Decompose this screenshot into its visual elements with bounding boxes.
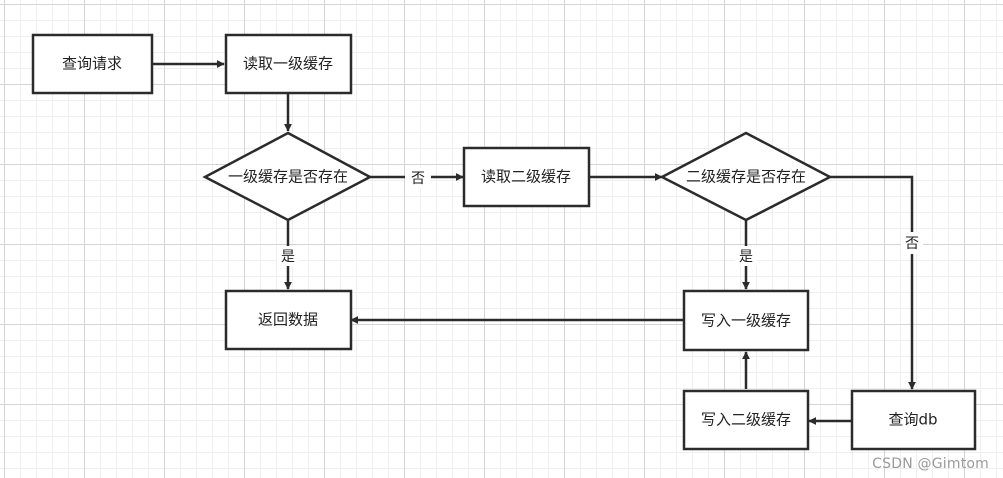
node-label-read-l2: 读取二级缓存 [481,168,571,186]
edge-label-l1-yes: 是 [281,249,295,265]
node-label-write-l1: 写入一级缓存 [701,312,791,330]
edge-label-l2-no: 否 [905,236,919,252]
node-query-db [850,389,977,451]
node-write-l1 [682,289,810,352]
node-label-read-l1: 读取一级缓存 [243,55,333,73]
node-write-l2 [682,389,810,451]
node-label-check-l2: 二级缓存是否存在 [686,168,806,186]
node-label-write-l2: 写入二级缓存 [701,411,791,429]
node-read-l2 [462,146,591,208]
edge-label-l2-yes: 是 [739,249,753,265]
watermark: CSDN @Gimtom [872,456,989,472]
node-label-query-db: 查询db [888,411,937,429]
edge-check-l2-to-db [830,175,916,390]
node-label-check-l1: 一级缓存是否存在 [228,168,348,186]
node-check-l1 [202,131,373,222]
node-read-l1 [224,33,353,95]
node-label-return-data: 返回数据 [258,311,318,329]
edge-label-l1-no: 否 [411,171,425,187]
node-return-data [224,289,353,351]
node-query-request [31,33,154,95]
node-label-query-request: 查询请求 [62,55,122,73]
node-check-l2 [659,131,833,222]
